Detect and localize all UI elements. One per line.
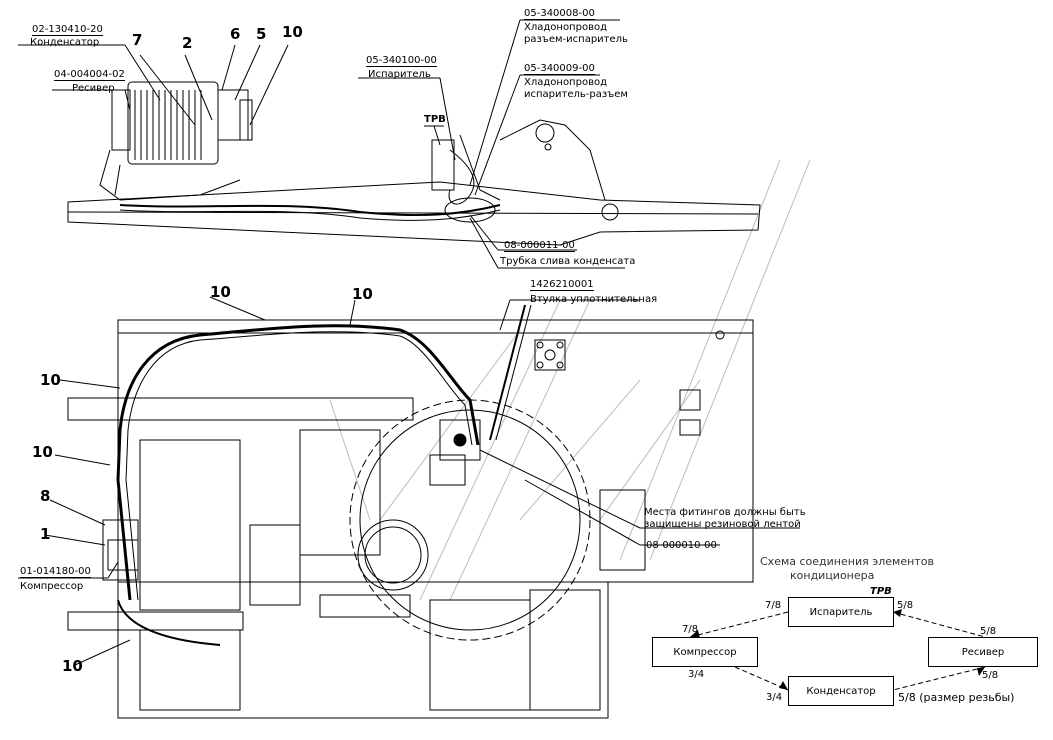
condenser-label: Конденсатор	[30, 37, 100, 48]
size-comp-top: 7/8	[682, 624, 699, 635]
pipe-evap-conn-line1: Хладонопровод	[524, 77, 607, 88]
pipe-conn-evap-line2: разъем-испаритель	[524, 34, 628, 45]
pipe-conn-evap-line1: Хладонопровод	[524, 22, 607, 33]
size-recv-top: 5/8	[980, 626, 997, 637]
side-view	[67, 81, 761, 246]
plan-view	[67, 304, 754, 719]
scheme-receiver-box: Ресивер	[928, 637, 1038, 667]
scheme-condenser-box: Конденсатор	[788, 676, 894, 706]
callout-10-a: 10	[210, 283, 231, 301]
pipe-evap-conn-code: 05-340009-00	[524, 63, 595, 75]
pipe-evap-conn-line2: испаритель-разъем	[524, 89, 628, 100]
evaporator-label: Испаритель	[368, 69, 431, 80]
scheme-title-line1: Схема соединения элементов	[760, 555, 934, 568]
trv-label-top: ТРВ	[424, 114, 446, 125]
bushing-label: Втулка уплотнительная	[530, 294, 658, 305]
leader-lines	[18, 19, 800, 666]
compressor-label: Компрессор	[20, 581, 84, 592]
callout-2: 2	[182, 34, 193, 52]
callout-7: 7	[132, 31, 143, 49]
callout-6: 6	[230, 25, 241, 43]
receiver-code: 04-004004-02	[54, 69, 125, 81]
callout-10-top: 10	[282, 23, 303, 41]
callout-10-e: 10	[62, 657, 83, 675]
size-evap-left: 7/8	[765, 600, 782, 611]
callout-5: 5	[256, 25, 267, 43]
size-comp-bottom: 3/4	[688, 669, 705, 680]
size-cond-left: 3/4	[766, 692, 783, 703]
callout-10-b: 10	[352, 285, 373, 303]
size-recv-bottom: 5/8	[982, 670, 999, 681]
evaporator-code: 05-340100-00	[366, 55, 437, 67]
part-08-000010: 08-000010-00	[646, 540, 717, 551]
trv-label-scheme: ТРВ	[870, 586, 892, 597]
watermark-lines	[329, 159, 811, 601]
scheme-compressor-box: Компрессор	[652, 637, 758, 667]
condenser-code: 02-130410-20	[32, 24, 103, 36]
compressor-code: 01-014180-00	[20, 566, 91, 578]
callout-10-d: 10	[32, 443, 53, 461]
scheme-title-line2: кондиционера	[790, 569, 875, 582]
scheme-arrows	[689, 611, 986, 691]
callout-10-c: 10	[40, 371, 61, 389]
drain-tube-code: 08-000011-00	[504, 240, 575, 252]
fittings-note-line1: Места фитингов должны быть	[644, 507, 806, 518]
callout-1: 1	[40, 525, 51, 543]
fittings-note-line2: защищены резиновой лентой	[644, 519, 801, 530]
scheme-evaporator-box: Испаритель	[788, 597, 894, 627]
receiver-label: Ресивер	[72, 83, 115, 94]
callout-8: 8	[40, 487, 51, 505]
drain-tube-label: Трубка слива конденсата	[500, 256, 636, 267]
bushing-code: 1426210001	[530, 279, 594, 291]
size-cond-right: 5/8 (размер резьбы)	[898, 691, 1015, 704]
size-evap-right: 5/8	[897, 600, 914, 611]
pipe-conn-evap-code: 05-340008-00	[524, 8, 595, 20]
